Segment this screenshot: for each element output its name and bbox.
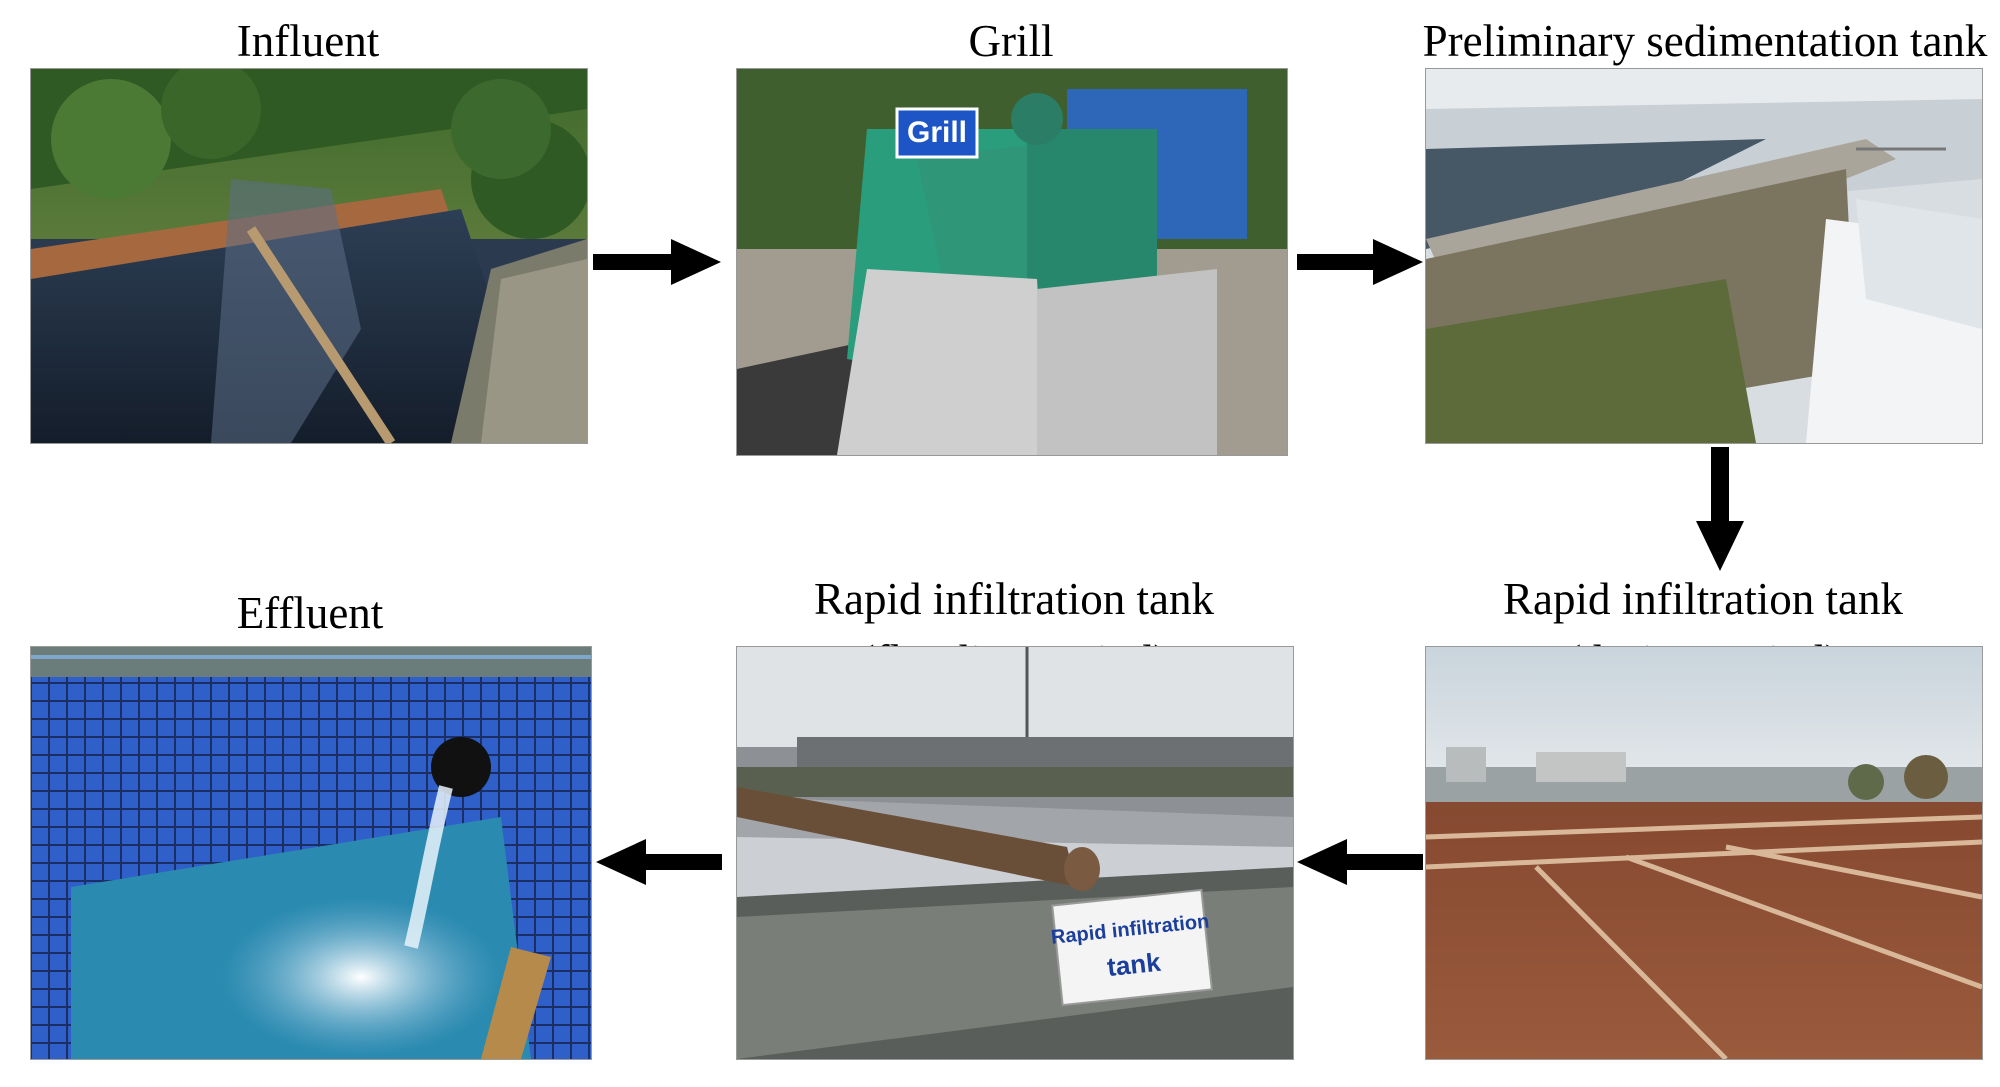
flooding-scene: Rapid infiltration tank (737, 647, 1293, 1059)
drying-label-line1: Rapid infiltration tank (1503, 574, 1903, 624)
grill-sign-text: Grill (907, 116, 967, 149)
arrow-left-1 (1297, 839, 1423, 885)
grill-sign (895, 107, 979, 159)
arrow-left-2 (596, 839, 722, 885)
flooding-photo: Rapid infiltration tank (736, 646, 1294, 1060)
sedimentation-photo (1425, 68, 1983, 444)
drying-photo (1425, 646, 1983, 1060)
arrow-right-2 (1297, 239, 1423, 285)
arrow-down (1696, 447, 1744, 571)
arrow-right-1 (593, 239, 721, 285)
influent-photo (30, 68, 588, 444)
flooding-sign: Rapid infiltration tank (1050, 888, 1213, 1007)
grill-scene: Grill (737, 69, 1287, 455)
effluent-label: Effluent (236, 588, 384, 638)
grill-label: Grill (968, 16, 1054, 66)
influent-label: Influent (236, 16, 380, 66)
sedimentation-label: Preliminary sedimentation tank (1422, 16, 1988, 66)
flooding-label-line1: Rapid infiltration tank (814, 574, 1214, 624)
effluent-photo (30, 646, 592, 1060)
effluent-scene (31, 647, 591, 1059)
sedimentation-scene (1426, 69, 1982, 443)
flooding-sign-line2: tank (1106, 947, 1163, 982)
drying-scene (1426, 647, 1982, 1059)
influent-scene (31, 69, 587, 443)
grill-photo: Grill (736, 68, 1288, 456)
